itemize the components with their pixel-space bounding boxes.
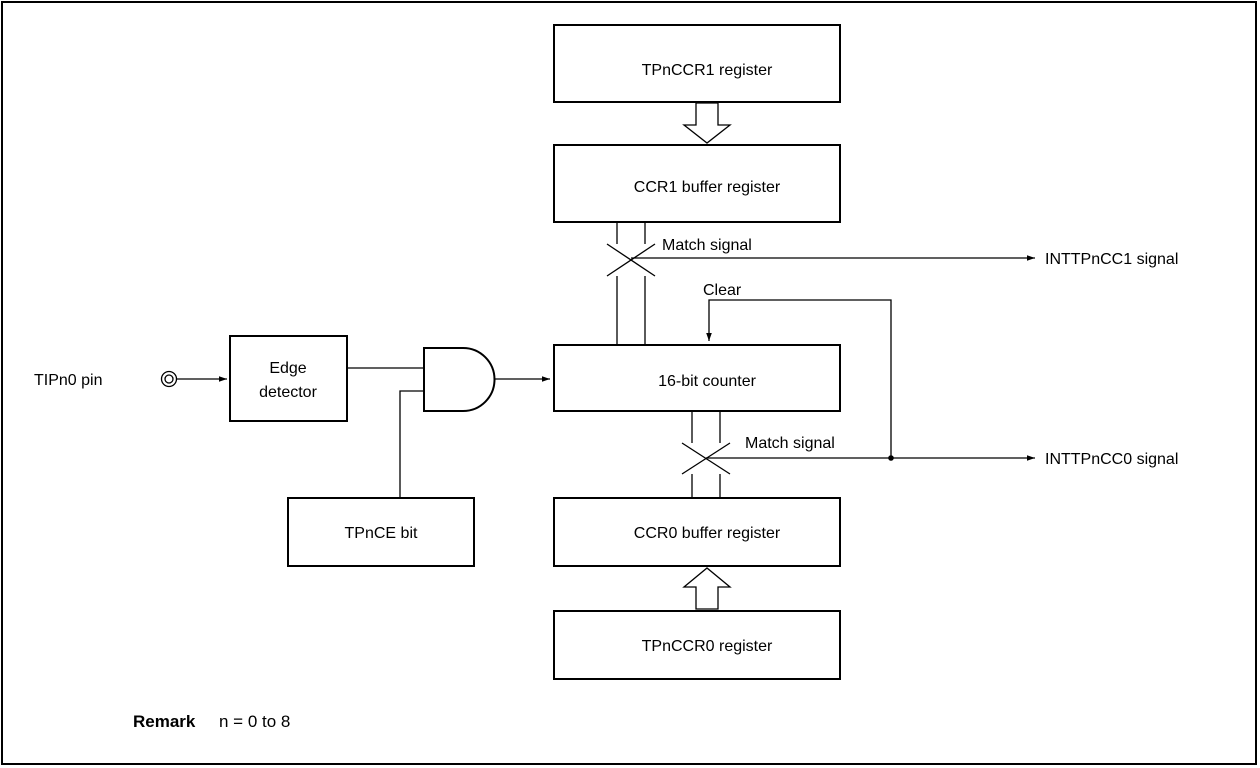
junction-dot — [888, 455, 894, 461]
remark-title: Remark — [133, 712, 196, 731]
tpnce-bit-label: TPnCE bit — [345, 525, 418, 542]
tpnccr0-register-label: TPnCCR0 register — [642, 638, 773, 655]
tpnce-to-and-line — [399, 390, 424, 497]
tpnccr0-register-block: TPnCCR0 register — [553, 610, 841, 680]
tpnccr1-register-block: TPnCCR1 register — [553, 24, 841, 103]
ccr0-buffer-register-label: CCR0 buffer register — [634, 525, 781, 542]
counter-16bit-block: 16-bit counter — [553, 344, 841, 412]
match-signal-0-label: Match signal — [745, 435, 835, 452]
ccr0-buffer-register-block: CCR0 buffer register — [553, 497, 841, 567]
intt-cc1-signal-label: INTTPnCC1 signal — [1045, 251, 1178, 268]
compare-bus-ccr0 — [681, 412, 731, 497]
clear-feedback-line — [706, 299, 892, 458]
and-gate-icon — [423, 347, 496, 412]
bus-arrow-tpnccr0-to-ccr0 — [682, 567, 732, 610]
clear-label: Clear — [703, 282, 742, 299]
edge-detector-block: Edge detector — [229, 335, 348, 422]
intt-cc0-signal-label: INTTPnCC0 signal — [1045, 451, 1178, 468]
ccr1-buffer-register-block: CCR1 buffer register — [553, 144, 841, 223]
tpnce-bit-block: TPnCE bit — [287, 497, 475, 567]
tpnccr1-register-label: TPnCCR1 register — [642, 62, 773, 79]
counter-16bit-label: 16-bit counter — [658, 373, 757, 390]
remark-text: n = 0 to 8 — [219, 712, 290, 731]
compare-bus-ccr1 — [606, 223, 656, 344]
match-signal-1-label: Match signal — [662, 237, 752, 254]
ccr1-buffer-register-label: CCR1 buffer register — [634, 179, 781, 196]
bus-arrow-tpnccr1-to-ccr1 — [682, 102, 732, 144]
edge-detector-label-line1: Edge — [269, 360, 306, 377]
pin-terminal-icon — [160, 370, 178, 388]
edge-detector-label-line2: detector — [259, 384, 317, 401]
tipn0-pin-label: TIPn0 pin — [34, 372, 102, 389]
